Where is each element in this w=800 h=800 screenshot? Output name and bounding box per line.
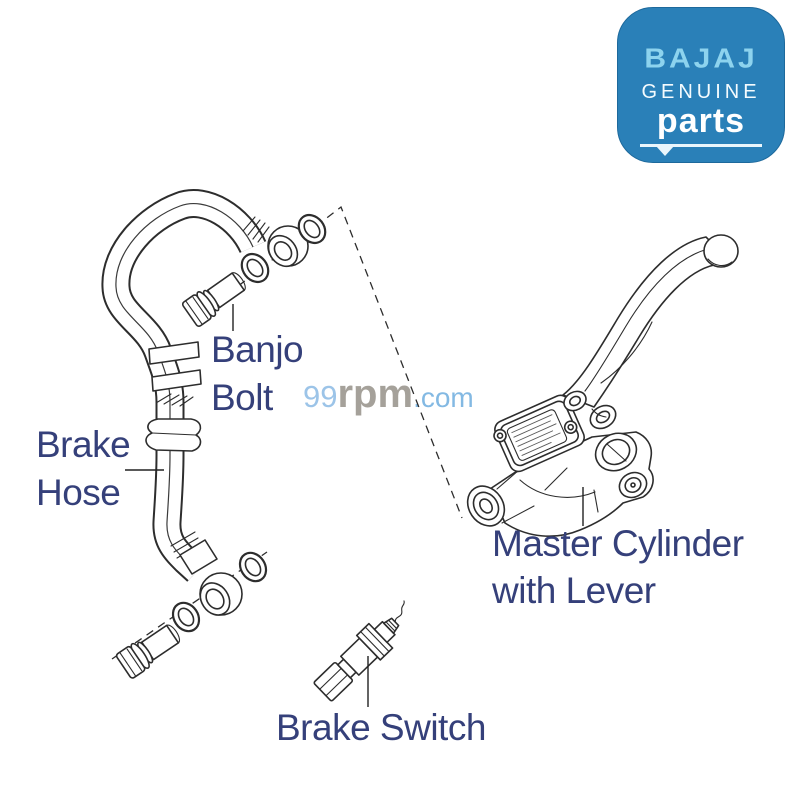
hose-band-upper <box>148 341 200 365</box>
hose-clamp-marks <box>155 393 194 407</box>
banjo-bolt-bottom-drawing <box>115 624 181 679</box>
switch-terminal-wire <box>394 600 405 623</box>
brake-hose-drawing <box>101 189 267 582</box>
hose-band-lower <box>151 369 202 392</box>
logo-chevron-down-icon <box>656 146 674 156</box>
sealing-washers-top <box>240 213 327 284</box>
label-banjo-bolt-line1: Banjo <box>211 329 304 370</box>
label-master-cylinder-line2: with Lever <box>492 570 656 611</box>
label-leader-lines <box>125 304 584 707</box>
hose-top-banjo-eye <box>242 216 309 268</box>
label-brake-switch-line1: Brake Switch <box>276 707 486 748</box>
sealing-washers-bottom <box>171 551 268 633</box>
hose-bottom-banjo-eye <box>199 572 243 616</box>
reservoir-drawing <box>493 394 585 473</box>
master-cylinder-bosses <box>594 432 648 499</box>
label-master-cylinder: Master Cylinder with Lever <box>492 520 744 614</box>
hose-end-sleeve <box>179 539 218 575</box>
bajaj-genuine-parts-logo: BAJAJ GENUINE parts <box>617 7 785 163</box>
brake-lever-drawing <box>562 234 739 430</box>
watermark-number: 99 <box>303 379 338 414</box>
label-brake-switch: Brake Switch <box>276 704 486 752</box>
watermark-dotcom: .com <box>413 382 474 413</box>
logo-genuine-text: GENUINE <box>641 81 761 103</box>
logo-underline <box>640 144 762 156</box>
hose-grommet <box>145 418 202 452</box>
watermark-rpm: rpm <box>337 372 414 416</box>
master-cylinder-inlet-port <box>466 469 535 527</box>
reservoir-lid-screws <box>493 420 578 443</box>
label-master-cylinder-line1: Master Cylinder <box>492 523 744 564</box>
label-brake-hose: Brake Hose <box>36 421 131 517</box>
logo-brand-text: BAJAJ <box>644 43 758 74</box>
lever-ball-end <box>703 234 739 268</box>
logo-parts-text: parts <box>656 102 746 140</box>
reservoir-spec-label <box>511 414 561 456</box>
brake-switch-drawing <box>313 600 405 702</box>
label-brake-hose-line2: Hose <box>36 472 121 513</box>
label-banjo-bolt-line2: Bolt <box>211 377 273 418</box>
banjo-bolt-top-drawing <box>181 272 246 327</box>
label-brake-hose-line1: Brake <box>36 424 131 465</box>
hose-top-collar-ribs <box>242 216 270 243</box>
label-banjo-bolt: Banjo Bolt <box>211 326 304 422</box>
master-cylinder-drawing <box>466 234 739 537</box>
